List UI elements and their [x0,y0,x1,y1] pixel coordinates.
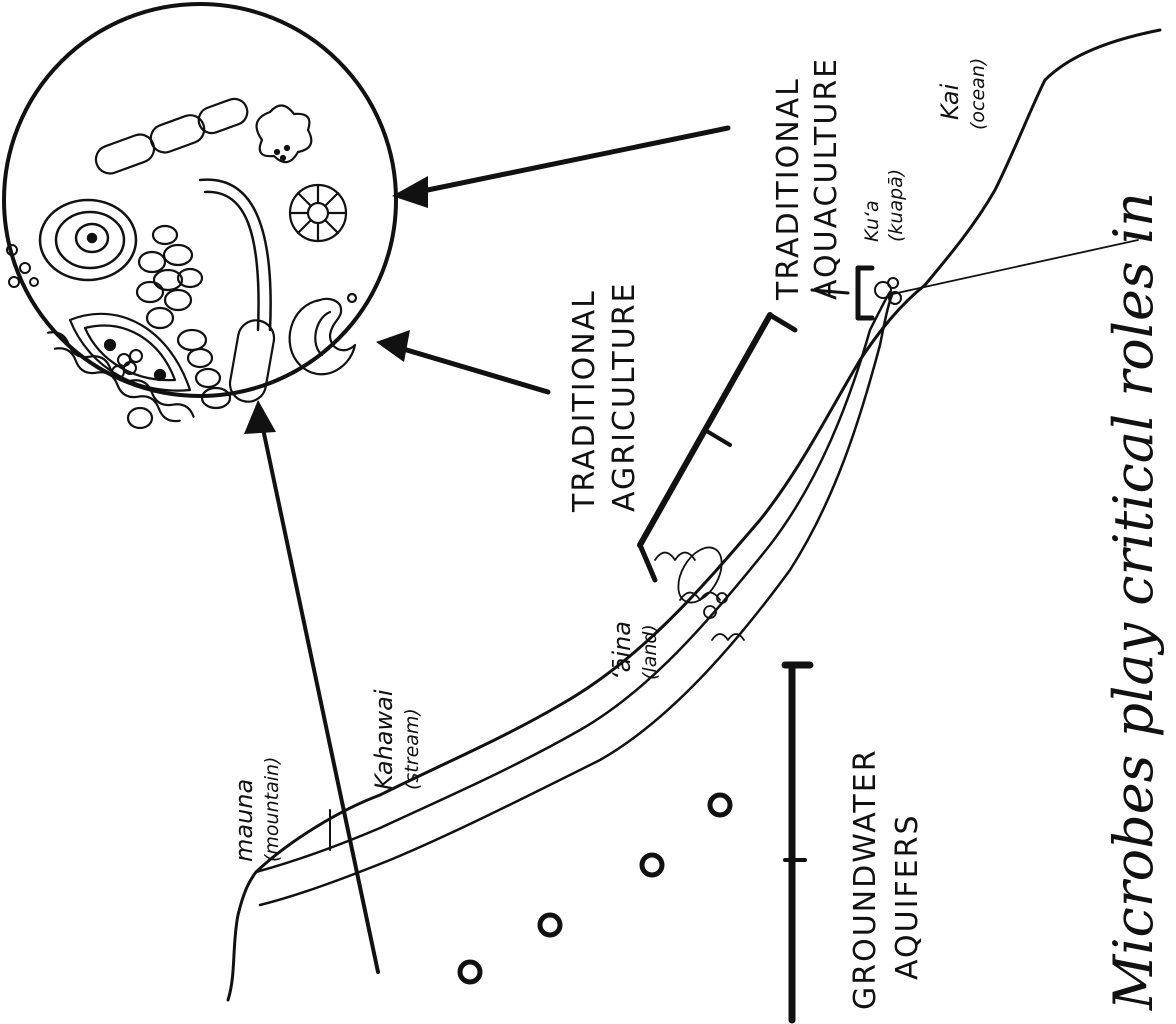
label-kua: Kuʻa (kuapā) [861,169,907,242]
arrow-agriculture [400,348,548,392]
label-mauna: mauna (mountain) [230,757,283,862]
label-groundwater-aquifers: GROUNDWATER AQUIFERS [848,748,925,1010]
arrow-head-groundwater [244,400,276,434]
label-aina: ʻāina (land) [608,621,661,680]
label-agriculture-line2: AGRICULTURE [607,281,642,512]
kahawai-word: Kahawai [370,689,398,790]
aquifer-circle [642,855,662,875]
aquifer-circle [540,915,560,935]
label-traditional-aquaculture: TRADITIONAL AQUACULTURE [771,57,844,301]
kua-word: Kuʻa [861,200,883,242]
mauna-gloss: (mountain) [261,757,283,862]
arrow-head-agriculture [376,330,410,362]
aquifer-circle [460,962,480,982]
caption-text: Microbes play critical roles in [1102,192,1165,1011]
sea-level-line [888,240,1138,295]
label-aquaculture-line1: TRADITIONAL [771,77,806,301]
label-kahawai: Kahawai (stream) [370,689,423,790]
groundwater-bracket [785,665,810,1020]
arrow-groundwater [262,424,378,972]
kai-gloss: (ocean) [967,58,989,130]
label-kai: Kai (ocean) [936,58,989,130]
label-traditional-agriculture: TRADITIONAL AGRICULTURE [567,281,642,513]
kua-gloss: (kuapā) [885,169,907,242]
mauna-word: mauna [230,779,258,862]
label-aquaculture-line2: AQUACULTURE [809,57,844,300]
arrow-aquaculture [418,128,728,192]
caption: Microbes play critical roles in [1102,192,1165,1011]
aquifer-circle [710,795,730,815]
label-agriculture-line1: TRADITIONAL [567,289,602,513]
aquifer-circles [460,795,730,982]
label-groundwater-line2: AQUIFERS [890,813,925,980]
aina-gloss: (land) [639,624,661,680]
aina-word: ʻāina [608,621,636,680]
kahawai-gloss: (stream) [401,708,423,790]
arrows [244,128,728,972]
ground-profile [228,30,1160,1000]
fishpond-wall [875,278,901,304]
landscape [228,30,1160,1000]
magnifier-outline [4,4,396,396]
agriculture-bracket [640,315,795,580]
label-groundwater-line1: GROUNDWATER [848,748,883,1010]
kai-word: Kai [936,83,964,120]
microbe-magnifier [4,4,396,428]
